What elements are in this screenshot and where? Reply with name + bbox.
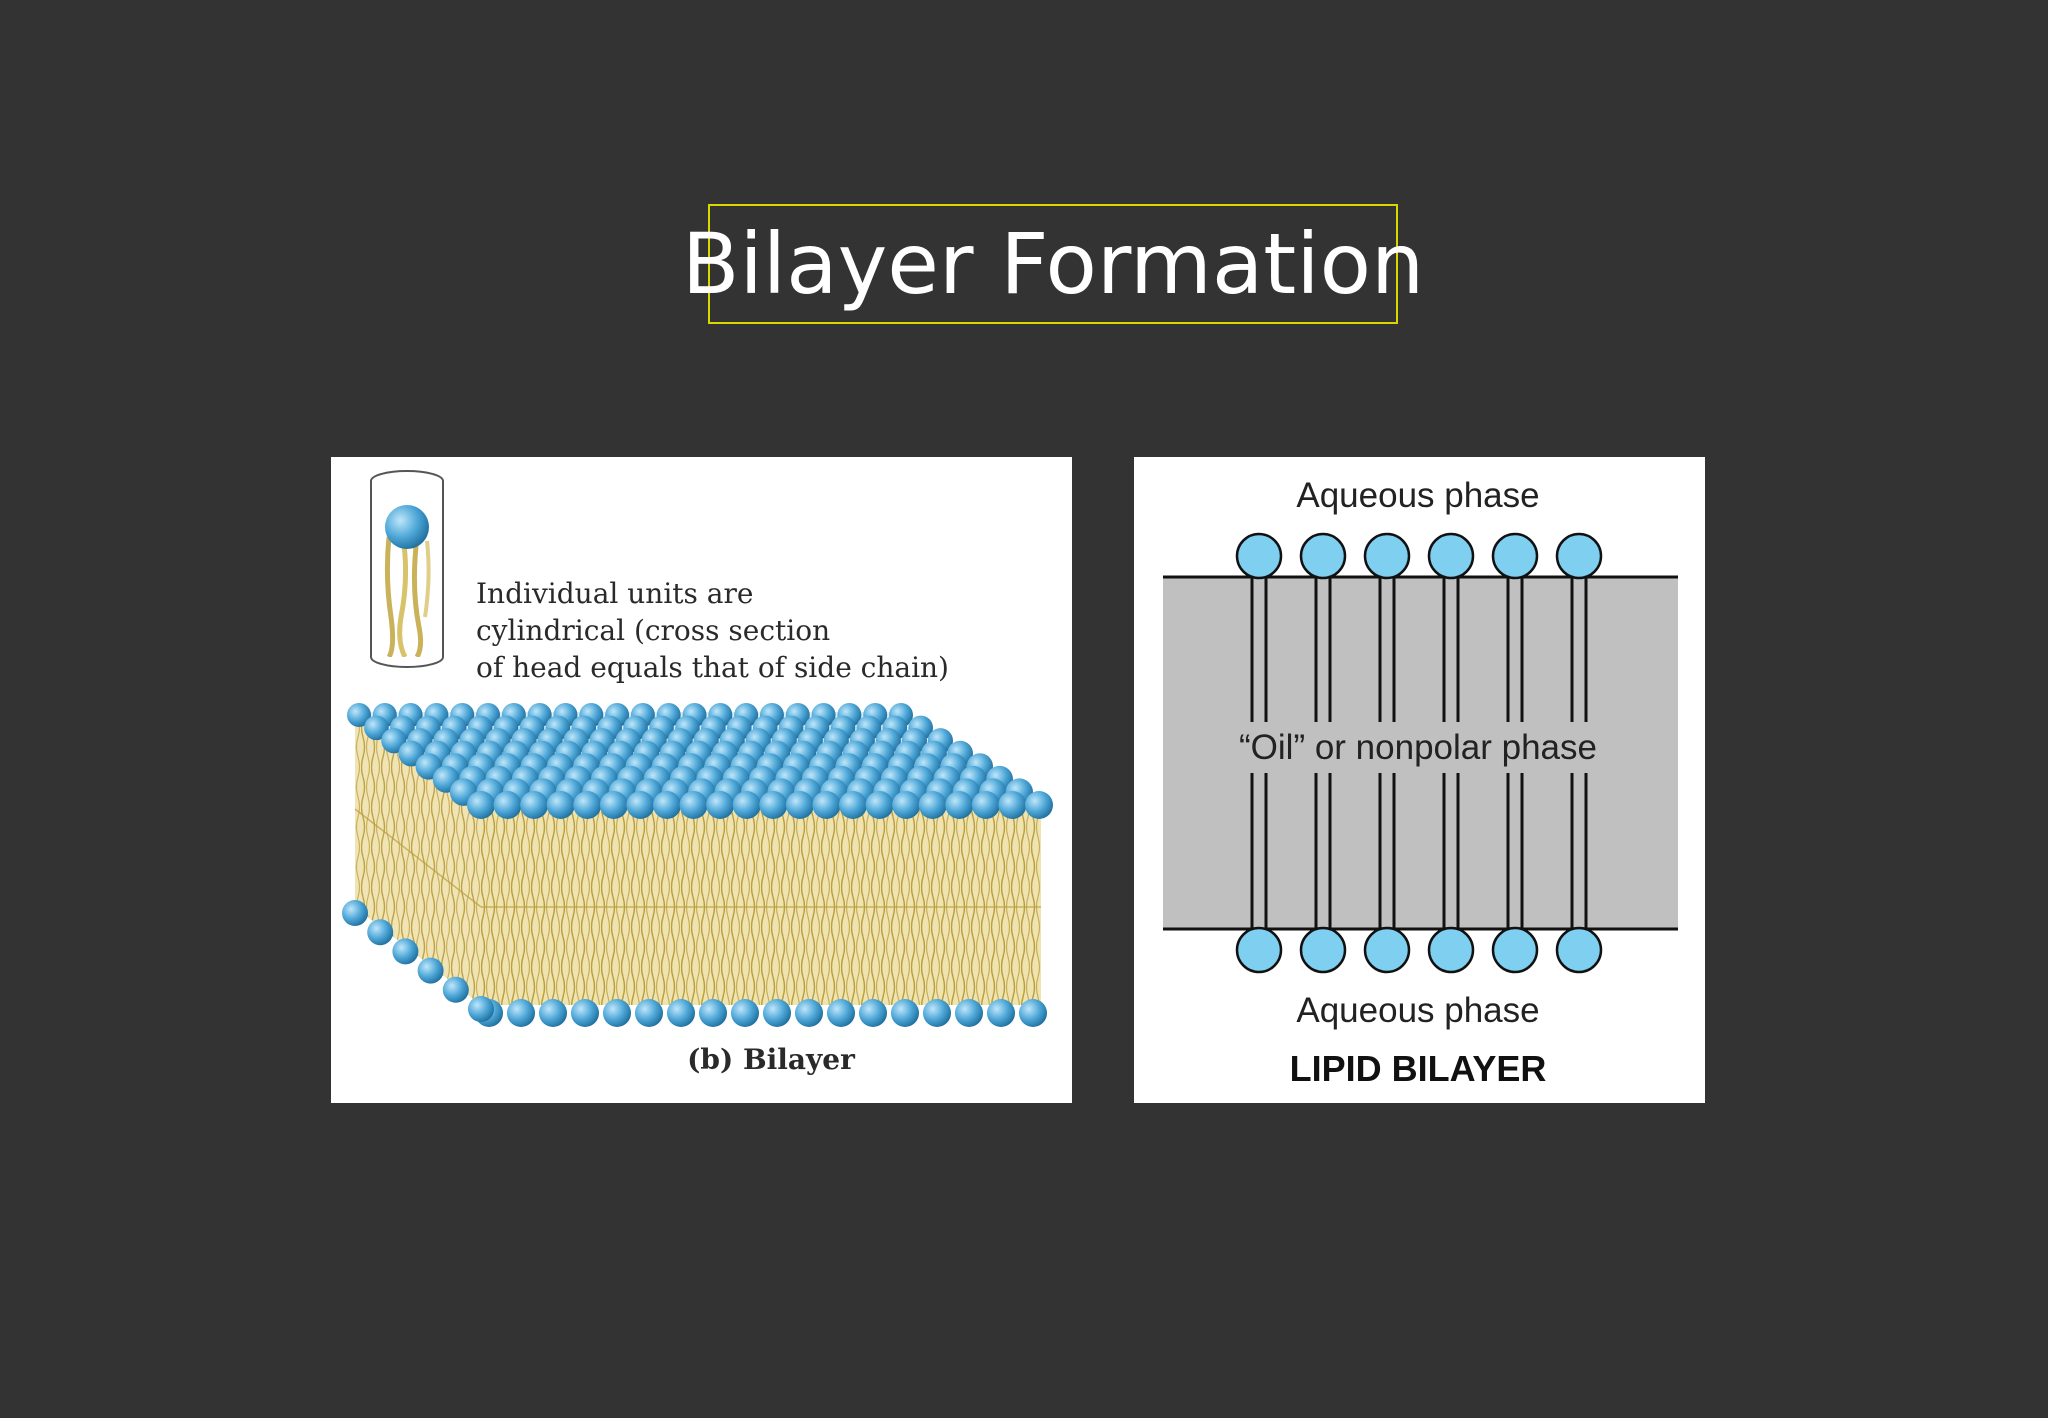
lipid-head: [468, 996, 494, 1022]
description-line-2: cylindrical (cross section: [476, 614, 830, 647]
lipid-head: [679, 791, 708, 819]
lipid-head: [635, 999, 663, 1027]
lipid-head: [892, 791, 921, 819]
lipid-head: [1019, 999, 1047, 1027]
lipid-head: [795, 999, 823, 1027]
left-figure-caption: (b) Bilayer: [687, 1043, 856, 1076]
lipid-bilayer-diagram: Aqueous phase “Oil” or nonpolar phase Aq…: [1163, 476, 1678, 1089]
lipid-head: [442, 976, 469, 1003]
lipid-head: [626, 791, 655, 819]
lipid-head: [367, 919, 394, 946]
lipid-head: [539, 999, 567, 1027]
lipid-head: [785, 791, 814, 819]
lipid-head-bottom: [1363, 926, 1411, 974]
lipid-head: [763, 999, 791, 1027]
lipid-head: [381, 728, 407, 754]
lipid-head-bottom: [1235, 926, 1283, 974]
lipid-heads-schematic: [1235, 532, 1603, 974]
lipid-tails: [1250, 557, 1588, 949]
lipid-head: [955, 999, 983, 1027]
cylinder-description: Individual units are cylindrical (cross …: [476, 577, 949, 684]
lipid-head: [865, 791, 894, 819]
lipid-head: [653, 791, 681, 819]
lipid-head: [759, 791, 788, 819]
lipid-head: [546, 791, 575, 819]
lipid-head: [571, 999, 599, 1027]
right-figure-caption: LIPID BILAYER: [1290, 1048, 1547, 1089]
oil-phase-label: “Oil” or nonpolar phase: [1239, 728, 1597, 767]
lipid-head-top: [1491, 532, 1539, 580]
lipid-head: [507, 999, 535, 1027]
lipid-head: [987, 999, 1015, 1027]
description-line-1: Individual units are: [476, 577, 753, 610]
top-aqueous-label: Aqueous phase: [1296, 476, 1539, 515]
lipid-head: [918, 791, 947, 819]
lipid-head: [812, 791, 841, 819]
slide-title: Bilayer Formation: [681, 215, 1425, 313]
lipid-head-top: [1555, 532, 1603, 580]
cylinder-unit-icon: [370, 470, 444, 668]
lipid-head-bottom: [1427, 926, 1475, 974]
lipid-head: [998, 791, 1027, 819]
lipid-head: [706, 791, 735, 819]
lipid-head: [1025, 791, 1053, 819]
lipid-head: [467, 791, 495, 819]
lipid-head: [827, 999, 855, 1027]
lipid-head: [392, 938, 419, 965]
bilayer-3d-figure: Individual units are cylindrical (cross …: [331, 457, 1072, 1103]
oil-label-background: [1204, 725, 1634, 769]
lipid-head-bottom: [1491, 926, 1539, 974]
lipid-head: [667, 999, 695, 1027]
bilayer-3d-illustration: Individual units are cylindrical (cross …: [342, 470, 1053, 1076]
lipid-head: [573, 791, 602, 819]
lipid-heads: [342, 703, 1053, 1027]
bottom-aqueous-label: Aqueous phase: [1296, 991, 1539, 1030]
lipid-head: [520, 791, 549, 819]
bilayer-block: [342, 703, 1053, 1027]
lipid-head-top: [1427, 532, 1475, 580]
lipid-head-bottom: [1555, 926, 1603, 974]
lipid-head: [347, 703, 371, 727]
lipid-head-top: [1235, 532, 1283, 580]
lipid-head-top: [1299, 532, 1347, 580]
lipid-head: [364, 715, 389, 741]
lipid-head: [923, 999, 951, 1027]
lipid-head: [945, 791, 974, 819]
lipid-head: [859, 999, 887, 1027]
lipid-head-bottom: [1299, 926, 1347, 974]
slide-title-box: Bilayer Formation: [682, 204, 1424, 324]
lipid-head: [731, 999, 759, 1027]
lipid-head: [699, 999, 727, 1027]
lipid-head: [839, 791, 867, 819]
lipid-bilayer-schematic: Aqueous phase “Oil” or nonpolar phase Aq…: [1134, 457, 1705, 1103]
lipid-head: [342, 900, 368, 926]
description-line-3: of head equals that of side chain): [476, 651, 949, 684]
lipid-head: [603, 999, 631, 1027]
lipid-head: [732, 791, 761, 819]
lipid-head: [891, 999, 919, 1027]
lipid-head-top: [1363, 532, 1411, 580]
lipid-head: [599, 791, 628, 819]
lipid-head: [493, 791, 522, 819]
lipid-head: [971, 791, 1000, 819]
lipid-head: [417, 957, 444, 984]
